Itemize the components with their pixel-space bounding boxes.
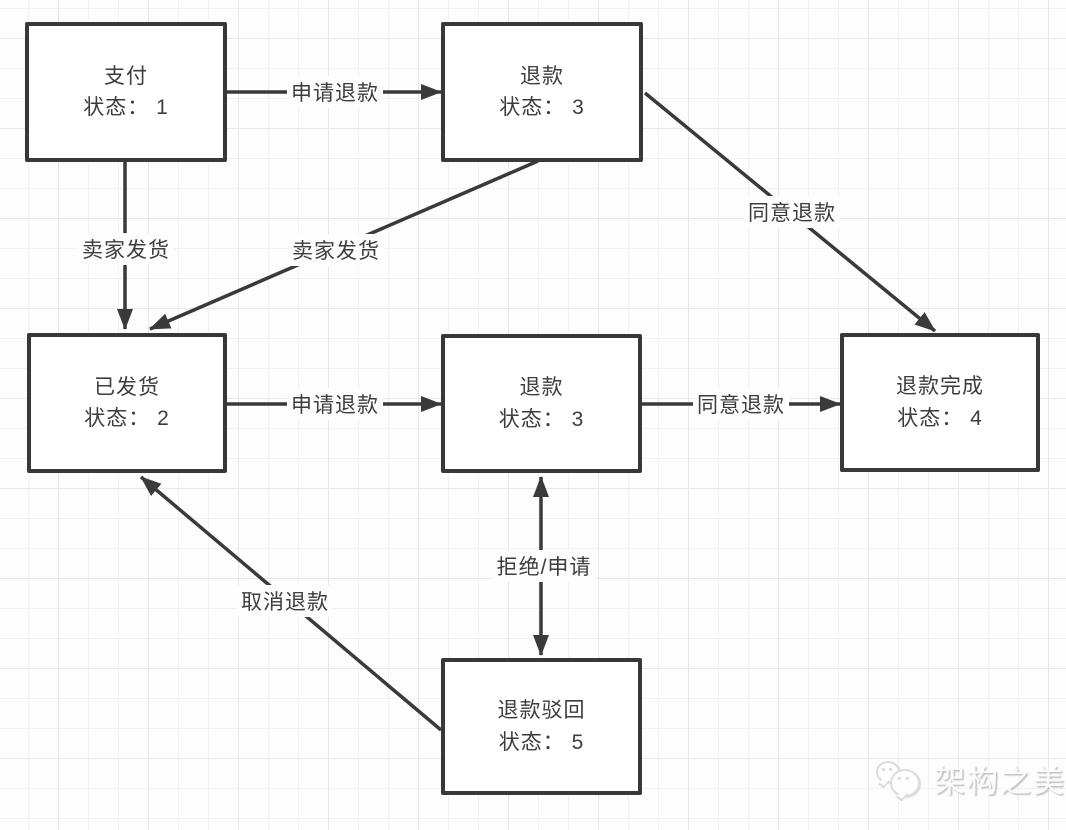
- node-refund-top-title: 退款: [520, 64, 564, 88]
- chat-bubbles-logo-icon: [874, 757, 926, 801]
- node-shipped-title: 已发货: [94, 375, 160, 399]
- edge-label-seller-ship-left: 卖家发货: [78, 233, 174, 265]
- edge-label-apply-refund-mid: 申请退款: [287, 388, 383, 420]
- node-shipped-state: 状态： 2: [84, 407, 170, 430]
- node-refund-rejected: 退款驳回 状态： 5: [441, 658, 642, 795]
- edge-label-cancel-refund: 取消退款: [237, 585, 333, 617]
- node-refund-completed-state: 状态： 4: [897, 406, 983, 430]
- edge-label-reject-or-apply: 拒绝/申请: [492, 550, 596, 582]
- node-paid: 支付 状态： 1: [25, 22, 227, 162]
- node-refund-mid-title: 退款: [519, 376, 564, 399]
- node-refund-mid: 退款 状态： 3: [441, 334, 642, 473]
- watermark: 架构之美: [874, 756, 1066, 801]
- node-refund-top-state: 状态： 3: [499, 96, 585, 119]
- edge-label-apply-refund-top: 申请退款: [287, 76, 383, 108]
- node-refund-completed: 退款完成 状态： 4: [840, 333, 1040, 472]
- edge-label-agree-refund-top: 同意退款: [744, 196, 840, 228]
- node-refund-top: 退款 状态： 3: [441, 22, 643, 162]
- node-shipped: 已发货 状态： 2: [27, 333, 227, 473]
- edge-label-agree-refund-mid: 同意退款: [693, 388, 789, 420]
- edge-label-seller-ship-diagonal: 卖家发货: [288, 234, 384, 266]
- node-paid-state: 状态： 1: [83, 96, 169, 119]
- node-refund-completed-title: 退款完成: [896, 375, 984, 398]
- node-refund-mid-state: 状态： 3: [498, 407, 585, 431]
- node-paid-title: 支付: [104, 64, 148, 88]
- watermark-text: 架构之美: [934, 764, 1066, 799]
- node-refund-rejected-state: 状态： 5: [498, 730, 585, 754]
- node-refund-rejected-title: 退款驳回: [497, 699, 586, 722]
